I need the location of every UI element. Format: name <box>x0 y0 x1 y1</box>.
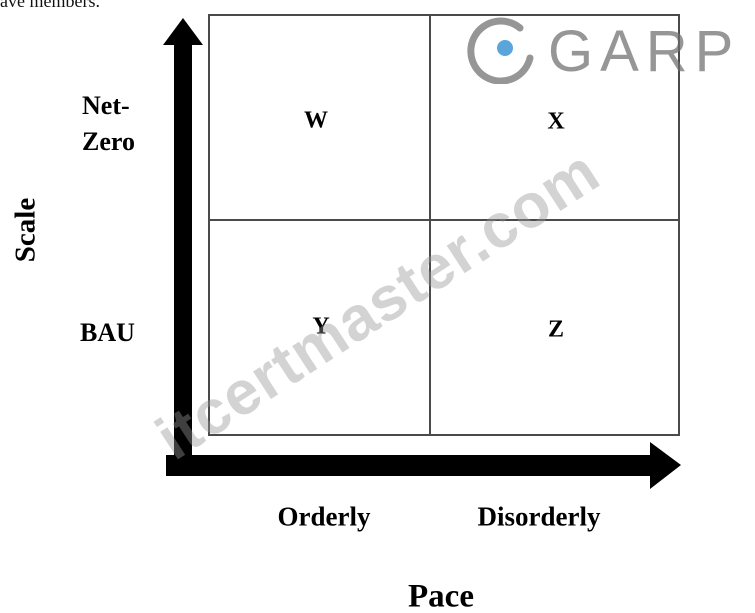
cell-top-right: X <box>547 108 565 135</box>
column-label-orderly: Orderly <box>277 501 371 532</box>
row-label-net-zero: Net- Zero <box>82 91 135 156</box>
logo-text: GARP <box>548 19 741 84</box>
y-axis-arrow <box>163 18 203 472</box>
cell-bottom-left: Y <box>312 313 330 340</box>
matrix-horizontal-divider <box>208 219 680 221</box>
y-axis-label: Scale <box>9 197 42 263</box>
matrix-vertical-divider <box>429 14 431 436</box>
column-label-disorderly: Disorderly <box>477 501 601 532</box>
cell-bottom-right: Z <box>547 316 565 343</box>
x-axis-label: Pace <box>408 578 474 613</box>
matrix-frame <box>208 14 680 436</box>
row-label-bau: BAU <box>80 318 135 347</box>
garp-logo <box>467 17 534 84</box>
clipped-header-text: ave members. <box>0 0 100 11</box>
cell-top-left: W <box>304 107 328 134</box>
x-axis-arrow <box>166 442 681 489</box>
